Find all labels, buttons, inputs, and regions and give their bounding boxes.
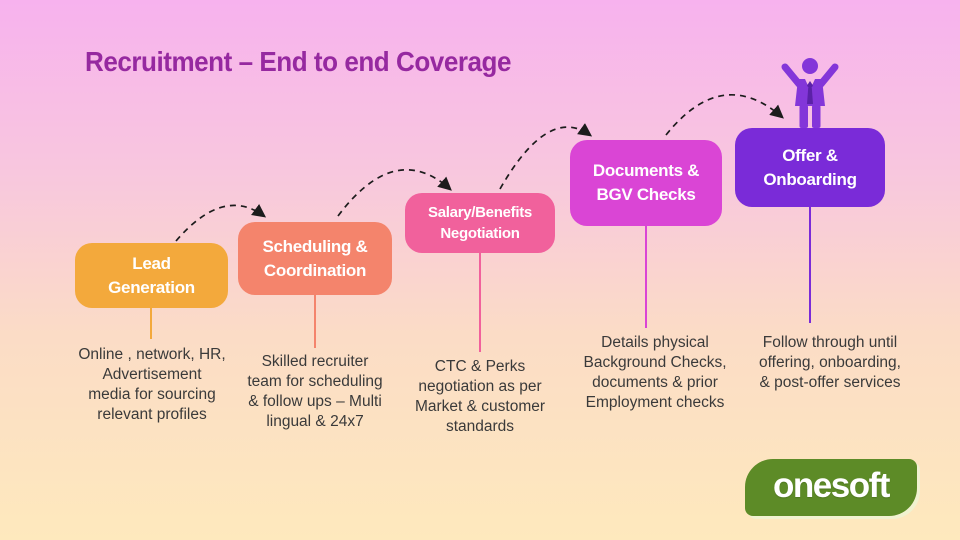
stage-box-salary-benefits-negotiation: Salary/Benefits Negotiation	[405, 193, 555, 253]
stage-label: Coordination	[263, 260, 367, 280]
onesoft-logo: onesoft	[745, 459, 917, 516]
stage-label: Documents &	[592, 161, 700, 180]
stage-label: Onboarding	[763, 169, 857, 189]
stage-box-scheduling-coordination: Scheduling & Coordination	[238, 222, 392, 295]
stage-box-lead-generation: Lead Generation	[75, 243, 228, 308]
stage-description-salary-benefits: CTC & Perks negotiation as per Market & …	[414, 358, 546, 435]
connector-line-4	[645, 226, 647, 328]
connector-line-2	[314, 295, 316, 348]
onesoft-logo-text: onesoft	[773, 466, 890, 505]
stage-label: Negotiation	[440, 225, 520, 242]
stage-label: Scheduling &	[262, 236, 368, 256]
stage-box-offer-onboarding: Offer & Onboarding	[735, 128, 885, 207]
stage-description-lead-generation: Online , network, HR, Advertisement medi…	[78, 346, 226, 423]
stage-label: Generation	[108, 277, 195, 297]
slide-title: Recruitment – End to end Coverage	[85, 46, 511, 77]
stage-label: Salary/Benefits	[428, 204, 532, 221]
stage-description-documents-bgv: Details physical Background Checks, docu…	[583, 334, 727, 411]
connector-line-3	[479, 253, 481, 352]
connector-line-5	[809, 207, 811, 323]
stage-label: Offer &	[782, 145, 838, 165]
connector-line-1	[150, 308, 152, 339]
stage-description-offer-onboarding: Follow through until offering, onboardin…	[759, 334, 901, 391]
stage-label: Lead	[132, 253, 171, 273]
stage-box-documents-bgv-checks: Documents & BGV Checks	[570, 140, 722, 226]
person-celebrating-icon	[781, 58, 839, 128]
stage-description-scheduling-coordination: Skilled recruiter team for scheduling & …	[247, 353, 383, 430]
stage-label: BGV Checks	[596, 185, 696, 204]
